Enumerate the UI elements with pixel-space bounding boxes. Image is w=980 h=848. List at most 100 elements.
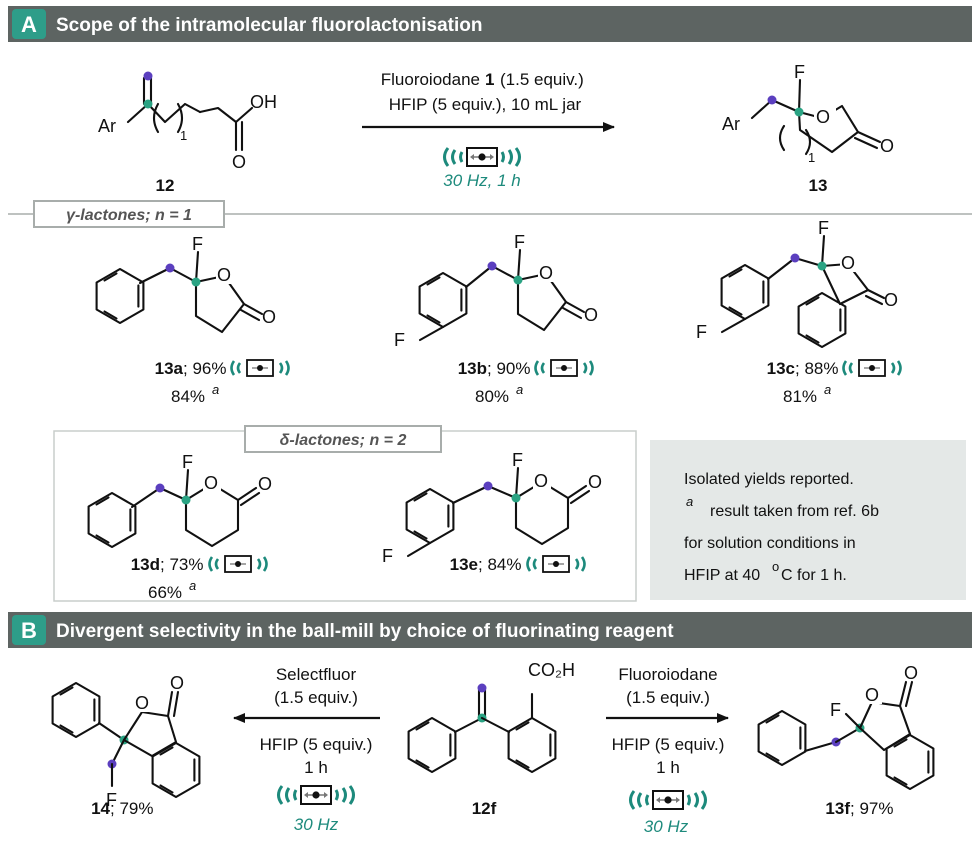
entry-13e-yield: ; 84%	[478, 555, 521, 574]
right-time: 1 h	[656, 758, 680, 777]
mill-icon-13e	[526, 554, 586, 574]
structure-12: Ar 1 OH O 12	[98, 71, 277, 195]
structure-13e: F F O O	[382, 450, 602, 566]
tag-delta-text: δ-lactones; n = 2	[280, 432, 407, 449]
sup-a-13b: a	[516, 382, 523, 397]
reagent-prefix: Fluoroiodane	[381, 70, 480, 89]
section-b-letter-badge	[12, 615, 46, 645]
section-a-letter: A	[21, 12, 37, 37]
section-a-header	[8, 6, 972, 42]
atom-oh: OH	[250, 92, 277, 112]
section-b-header	[8, 612, 972, 648]
sm-label-12f: 12f	[472, 799, 497, 818]
svg-text:F: F	[394, 330, 405, 350]
sup-a-13a: a	[212, 382, 219, 397]
note-line-2: result taken from ref. 6b	[710, 503, 879, 520]
entry-13a-id: 13a	[155, 359, 184, 378]
tag-gamma	[33, 200, 225, 228]
structure-13: Ar F O O 1 13	[722, 62, 894, 195]
conditions-line-2: HFIP (5 equiv.), 10 mL jar	[389, 95, 582, 114]
milling-conditions: 30 Hz, 1 h	[443, 171, 521, 190]
reagent-number: 1	[485, 70, 494, 89]
structure-12f: CO₂H	[407, 660, 575, 774]
entry-13d-ref: 66%	[148, 583, 182, 602]
ball-mill-icon-left	[277, 784, 355, 806]
note-line-3: for solution conditions in	[684, 535, 856, 552]
mill-icon-13a	[230, 358, 290, 378]
structure-13c: F F O O	[696, 218, 898, 349]
note-line-4-post: C for 1 h.	[781, 567, 847, 584]
structure-13b: F F O O	[394, 232, 598, 350]
svg-text:O: O	[170, 673, 184, 693]
note-sup-a: a	[686, 494, 693, 509]
svg-text:F: F	[192, 234, 203, 254]
section-b-letter: B	[21, 618, 37, 643]
svg-text:F: F	[512, 450, 523, 470]
svg-text:O: O	[217, 265, 231, 285]
atom-o: O	[232, 152, 246, 172]
section-b-title: Divergent selectivity in the ball-mill b…	[56, 621, 674, 642]
svg-text:O: O	[539, 263, 553, 283]
subscript-n: 1	[180, 128, 187, 143]
tag-delta	[244, 425, 442, 453]
entry-13b-yield: ; 90%	[487, 359, 530, 378]
product-14-yield: ; 79%	[110, 799, 153, 818]
sup-a-13d: a	[189, 578, 196, 593]
mill-icon-13d	[208, 554, 268, 574]
svg-text:F: F	[696, 322, 707, 342]
svg-text:O: O	[865, 685, 879, 705]
svg-text:F: F	[382, 546, 393, 566]
svg-text:F: F	[182, 452, 193, 472]
left-reagent: Selectfluor	[276, 665, 357, 684]
entry-13c-yield: ; 88%	[795, 359, 838, 378]
entry-13b-id: 13b	[458, 359, 487, 378]
svg-text:O: O	[204, 473, 218, 493]
mill-icon-13c	[842, 358, 902, 378]
svg-text:O: O	[584, 305, 598, 325]
svg-text:F: F	[818, 218, 829, 238]
left-hz: 30 Hz	[294, 815, 339, 834]
atom-ar: Ar	[98, 116, 116, 136]
section-a-letter-badge	[12, 9, 46, 39]
right-hz: 30 Hz	[644, 817, 689, 836]
svg-text:O: O	[588, 472, 602, 492]
entry-13d-yield: ; 73%	[160, 555, 203, 574]
ball-mill-icon	[443, 146, 521, 168]
right-hfip: HFIP (5 equiv.)	[612, 735, 725, 754]
svg-text:O: O	[904, 663, 918, 683]
entry-13c-ref: 81%	[783, 387, 817, 406]
entry-13c-id: 13c	[767, 359, 795, 378]
note-line-4-pre: HFIP at 40	[684, 567, 760, 584]
delta-lactone-box	[53, 430, 637, 602]
svg-text:O: O	[534, 471, 548, 491]
svg-text:O: O	[135, 693, 149, 713]
atom-f: F	[794, 62, 805, 82]
svg-text:F: F	[514, 232, 525, 252]
product-14-id: 14	[91, 799, 110, 818]
right-amount: (1.5 equiv.)	[626, 688, 710, 707]
note-line-1: Isolated yields reported.	[684, 471, 854, 488]
left-hfip: HFIP (5 equiv.)	[260, 735, 373, 754]
atom-o-ring: O	[816, 107, 830, 127]
product-13f-yield: ; 97%	[850, 799, 893, 818]
entry-13b-ref: 80%	[475, 387, 509, 406]
left-time: 1 h	[304, 758, 328, 777]
svg-text:F: F	[830, 700, 841, 720]
product-label-13: 13	[809, 176, 828, 195]
entry-13a-yield: ; 96%	[183, 359, 226, 378]
svg-text:O: O	[258, 474, 272, 494]
sup-a-13c: a	[824, 382, 831, 397]
ball-mill-icon-right	[629, 789, 707, 811]
note-box	[650, 440, 966, 600]
svg-text:O: O	[262, 307, 276, 327]
structure-14: O O F	[51, 673, 201, 810]
sm-label-12: 12	[156, 176, 175, 195]
structure-13d: F O O	[87, 452, 272, 549]
co2h-group: CO₂H	[528, 660, 575, 680]
svg-text:O: O	[841, 253, 855, 273]
atom-o-carbonyl: O	[880, 136, 894, 156]
structure-13a: F O O	[95, 234, 276, 334]
subscript-n: 1	[808, 150, 815, 165]
